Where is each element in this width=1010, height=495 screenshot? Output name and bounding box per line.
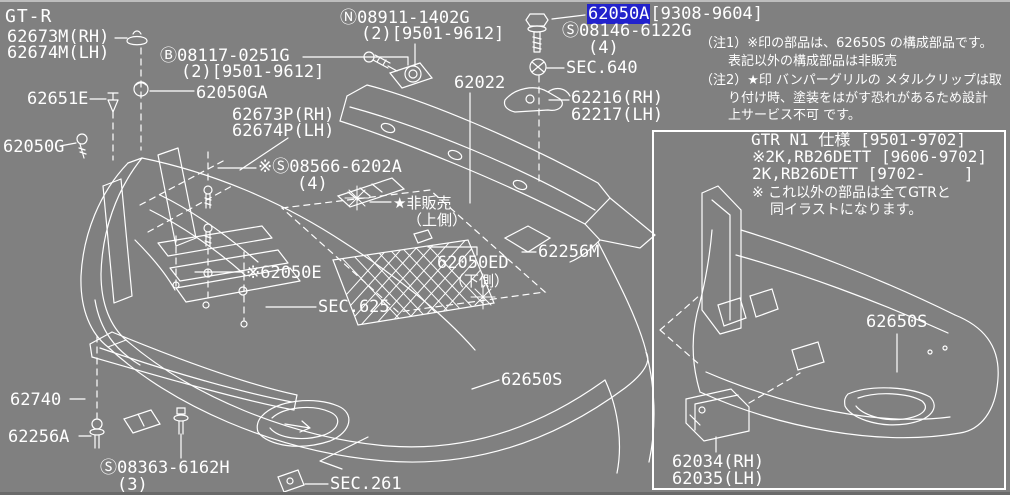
label-62673P[interactable]: 62673P(RH) [232,105,335,125]
screw-icon [176,407,186,415]
label-62651E[interactable]: 62651E [27,89,89,109]
label-62034[interactable]: 62034(RH) [672,452,765,472]
label-note2-line2: り付け時、塗装をはがす恐れがあるため設計 [728,91,989,106]
bracket-icon [503,87,563,113]
label-62256A[interactable]: 62256A [8,427,70,447]
clip-icon [126,30,148,46]
label-hi-hanbai: ★非販売 [393,194,452,212]
label-note1-line1: （注1）※印の部品は、62650S の構成部品です。 [700,36,993,51]
label-SEC640[interactable]: SEC.640 [566,58,638,78]
label-62035[interactable]: 62035(LH) [672,469,765,489]
label-note2-line1: （注2）★印 バンパーグリルの メタルクリップは取 [700,73,1002,88]
label-08146[interactable]: Ⓢ08146-6122G [562,21,692,41]
highlighted-part-number[interactable]: 62050A [587,4,651,24]
rivet-icon [107,92,119,114]
label-note2-line3: 上サービス不可 です。 [728,108,861,123]
label-panel-spec2[interactable]: ※2K,RB26DETT [9606-9702] [752,147,987,166]
label-62050ED-side: （下側） [449,272,510,290]
label-62650S-panel[interactable]: 62650S [866,312,928,332]
grille-cover-drawing [280,177,547,326]
label-08363[interactable]: Ⓢ08363-6162H [100,458,230,478]
label-62050GA[interactable]: 62050GA [196,83,268,103]
label-note1-line2: 表記以外の構成部品は非販売 [728,54,898,69]
label-08911-qty[interactable]: (2)[9501-9612] [361,24,505,44]
page-title: GT-R [5,6,53,27]
clip-icon [413,229,433,244]
label-62256M[interactable]: 62256M [538,242,600,262]
label-62050G[interactable]: 62050G [3,137,65,157]
label-62740[interactable]: 62740 [10,390,62,410]
label-08146-qty[interactable]: (4) [588,38,619,58]
bumper-reinforcement-drawing [339,62,656,263]
highlighted-part-row: 62050A[9308-9604] [587,4,764,24]
nut-icon [529,58,547,76]
label-62674P[interactable]: 62674P(LH) [232,121,335,141]
label-SEC261[interactable]: SEC.261 [330,474,402,494]
screw-icon [76,133,88,145]
label-62674M[interactable]: 62674M(LH) [7,43,110,63]
brake-duct-drawing [685,388,750,442]
window-bottom-edge [0,492,1010,495]
label-panel-spec3[interactable]: 2K,RB26DETT [9702- ] [752,164,974,183]
lower-garnish-drawing [89,331,369,493]
label-08117[interactable]: Ⓑ08117-0251G [160,46,290,66]
leader-lines [59,14,898,485]
label-08566-qty[interactable]: (4) [297,174,328,194]
label-62673M[interactable]: 62673M(RH) [7,27,110,47]
label-62217[interactable]: 62217(LH) [571,105,664,125]
assembly-dashed-lines [96,47,540,419]
label-62216[interactable]: 62216(RH) [571,88,664,108]
label-62650S-main[interactable]: 62650S [501,370,563,390]
n1-panel-border [652,130,1006,490]
label-62050E[interactable]: ※62050E [246,263,322,283]
corner-stay-drawing [102,147,233,304]
label-panel-spec1[interactable]: GTR N1 仕様 [9501-9702] [751,130,967,149]
grommet-icon [404,65,422,83]
label-08911[interactable]: Ⓝ08911-1402G [340,8,470,28]
screw-icon [203,223,213,233]
screw-icon [203,185,213,195]
bolt-icon [91,418,103,430]
label-08363-qty[interactable]: (3) [117,475,148,495]
label-08117-qty[interactable]: (2)[9501-9612] [181,62,325,82]
highlighted-part-range: [9308-9604] [650,4,764,24]
label-panel-note2: 同イラストになります。 [770,202,923,218]
label-SEC625[interactable]: SEC.625 [318,297,390,317]
n1-panel-drawing [659,185,999,442]
bolt-icon [525,13,549,27]
label-panel-note1: ※ これ以外の部品は全てGTRと [752,185,951,201]
label-62022[interactable]: 62022 [454,73,506,93]
window-top-edge [0,0,1010,2]
label-hi-hanbai-side: （上側） [407,211,468,229]
label-62050ED[interactable]: 62050ED [437,253,509,273]
fastener-glyphs [76,13,571,449]
label-08566[interactable]: ※Ⓢ08566-6202A [258,157,402,177]
